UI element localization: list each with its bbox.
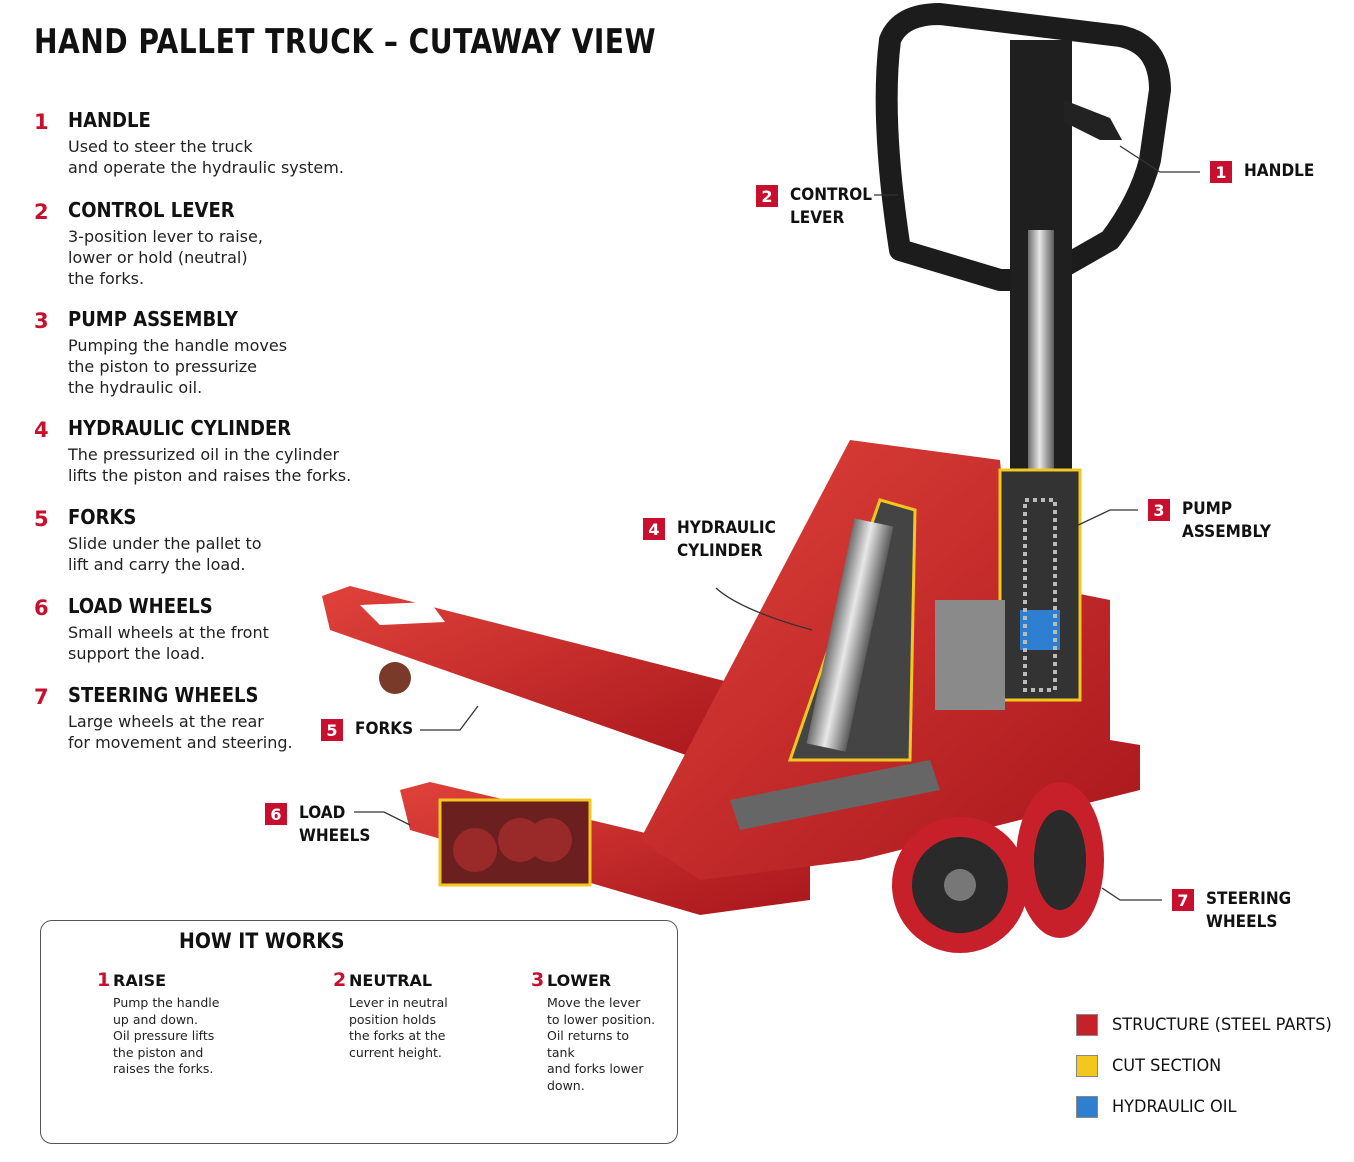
legend-item-hydraulic-oil: HYDRAULIC OIL xyxy=(1076,1096,1243,1118)
callout-steering-wheels: 7 STEERING WHEELS xyxy=(1172,888,1301,934)
callout-badge: 7 xyxy=(1172,889,1194,911)
callout-label: HANDLE xyxy=(1244,161,1315,181)
callout-label: HYDRAULIC CYLINDER xyxy=(677,518,776,561)
load-wheels-graphic xyxy=(379,662,592,887)
part-description: The pressurized oil in the cylinder lift… xyxy=(68,445,352,485)
step-number: 1 xyxy=(97,969,111,991)
callout-label: CONTROL LEVER xyxy=(790,185,873,228)
callout-label: FORKS xyxy=(355,719,414,739)
step-description: Pump the handle up and down. Oil pressur… xyxy=(113,995,220,1076)
step-number: 3 xyxy=(531,969,545,991)
leader-lines xyxy=(354,145,1200,901)
legend-swatch xyxy=(1076,1055,1098,1077)
part-description: Slide under the pallet to lift and carry… xyxy=(68,534,262,574)
part-name: PUMP ASSEMBLY xyxy=(68,307,238,331)
callout-badge: 3 xyxy=(1148,499,1170,521)
part-name: LOAD WHEELS xyxy=(68,594,213,618)
part-name: HYDRAULIC CYLINDER xyxy=(68,416,292,440)
callout-load-wheels: 6 LOAD WHEELS xyxy=(265,802,378,848)
legend-item-structure: STRUCTURE (STEEL PARTS) xyxy=(1076,1014,1343,1036)
part-number: 2 xyxy=(34,200,49,224)
part-name: HANDLE xyxy=(68,108,151,132)
part-number: 1 xyxy=(34,110,49,134)
page-title: HAND PALLET TRUCK – CUTAWAY VIEW xyxy=(34,22,656,62)
callout-badge: 4 xyxy=(643,518,665,540)
step-title: LOWER xyxy=(547,971,612,990)
callout-label: STEERING WHEELS xyxy=(1206,889,1292,932)
callout-badge: 2 xyxy=(756,185,778,207)
part-number: 5 xyxy=(34,507,49,531)
legend-item-cut-section: CUT SECTION xyxy=(1076,1055,1227,1077)
part-description: 3-position lever to raise, lower or hold… xyxy=(68,227,263,288)
callout-label: LOAD WHEELS xyxy=(299,803,371,846)
step-title: RAISE xyxy=(113,971,167,990)
callout-badge: 5 xyxy=(321,719,343,741)
callout-pump-assembly: 3 PUMP ASSEMBLY xyxy=(1148,498,1281,544)
part-name: CONTROL LEVER xyxy=(68,198,235,222)
part-description: Used to steer the truck and operate the … xyxy=(68,137,344,177)
how-it-works-panel: HOW IT WORKS 1 RAISE Pump the handle up … xyxy=(40,920,678,1144)
step-description: Lever in neutral position holds the fork… xyxy=(349,995,448,1060)
step-title: NEUTRAL xyxy=(349,971,433,990)
callout-handle: 1 HANDLE xyxy=(1210,160,1322,183)
part-description: Large wheels at the rear for movement an… xyxy=(68,712,293,752)
legend-label: CUT SECTION xyxy=(1112,1056,1222,1076)
legend-swatch xyxy=(1076,1096,1098,1118)
callout-control-lever: 2 CONTROL LEVER xyxy=(756,184,881,230)
part-number: 4 xyxy=(34,418,49,442)
part-number: 6 xyxy=(34,596,49,620)
callout-forks: 5 FORKS xyxy=(321,718,420,741)
part-number: 3 xyxy=(34,309,49,333)
steering-wheels-graphic xyxy=(730,760,1104,953)
callout-hydraulic-cylinder: 4 HYDRAULIC CYLINDER xyxy=(643,517,787,563)
handle-graphic xyxy=(875,3,1171,480)
how-it-works-title: HOW IT WORKS xyxy=(179,929,345,953)
callout-badge: 6 xyxy=(265,803,287,825)
callout-label: PUMP ASSEMBLY xyxy=(1182,499,1271,542)
part-name: FORKS xyxy=(68,505,137,529)
part-description: Pumping the handle moves the piston to p… xyxy=(68,336,288,397)
step-description: Move the lever to lower position. Oil re… xyxy=(547,995,656,1093)
part-name: STEERING WHEELS xyxy=(68,683,259,707)
legend-label: HYDRAULIC OIL xyxy=(1112,1097,1237,1117)
frame-graphic xyxy=(640,440,1140,880)
step-number: 2 xyxy=(333,969,347,991)
legend-label: STRUCTURE (STEEL PARTS) xyxy=(1112,1015,1332,1035)
legend-swatch xyxy=(1076,1014,1098,1036)
part-description: Small wheels at the front support the lo… xyxy=(68,623,269,663)
part-number: 7 xyxy=(34,685,49,709)
callout-badge: 1 xyxy=(1210,161,1232,183)
